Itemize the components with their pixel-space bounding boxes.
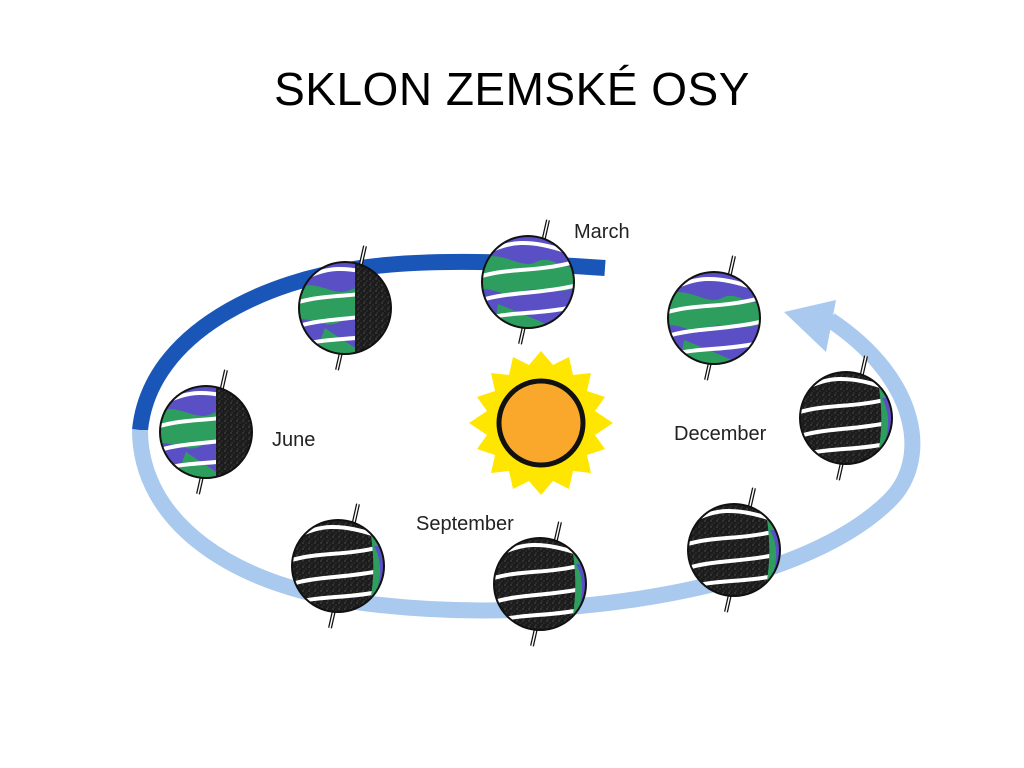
- earth-globe-icon: [482, 220, 574, 344]
- slide-title: SKLON ZEMSKÉ OSY: [274, 63, 750, 115]
- earth-globe-icon: [490, 522, 590, 646]
- label-december: December: [674, 423, 767, 445]
- orbit-near-arc: [132, 313, 921, 619]
- label-june: June: [272, 429, 315, 451]
- orbit-arrow-icon: [784, 300, 836, 352]
- sun-icon: [469, 351, 613, 495]
- earth-globe-icon: [160, 370, 256, 494]
- label-march: March: [574, 221, 630, 243]
- earth-globe-icon: [668, 256, 760, 380]
- label-september: September: [416, 513, 514, 535]
